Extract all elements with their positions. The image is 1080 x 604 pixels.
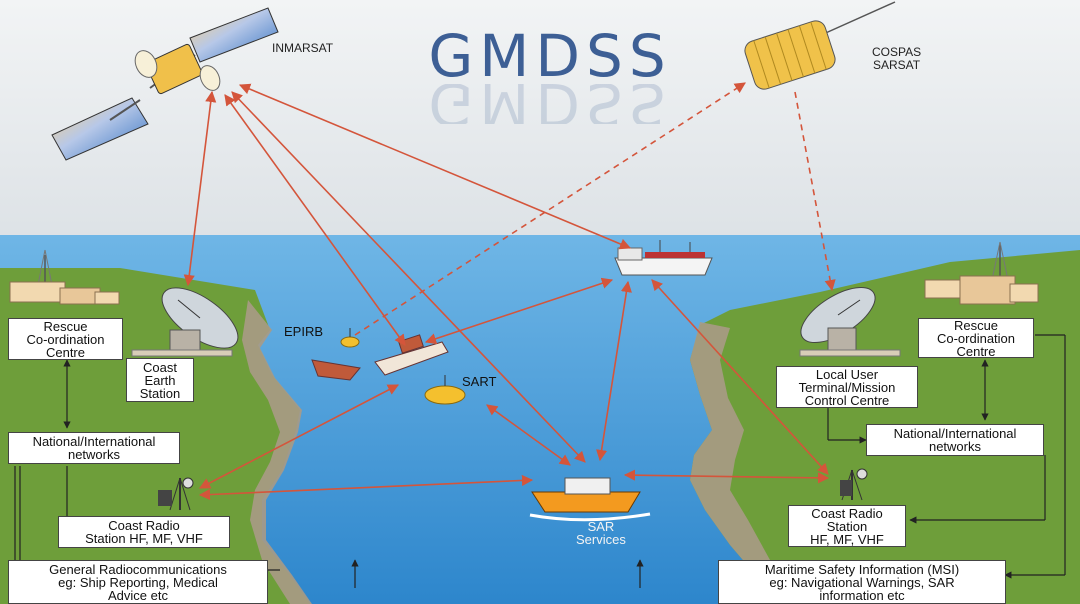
local-user-terminal-box: Local User Terminal/Mission Control Cent… (776, 366, 918, 408)
right-coast-radio-box: Coast Radio Station HF, MF, VHF (788, 505, 906, 547)
left-rescue-building (9, 249, 120, 305)
inmarsat-label: INMARSAT (272, 41, 334, 55)
sar-lifeboat (529, 477, 651, 522)
sar-services-label: SAR Services (576, 519, 626, 547)
left-networks-box: National/International networks (8, 432, 180, 464)
left-radio-mast (158, 477, 194, 511)
left-earth-station-dish (131, 287, 239, 357)
title-reflection: GMDSS (428, 84, 672, 124)
right-networks-box: National/International networks (866, 424, 1044, 456)
right-radio-mast (840, 468, 868, 501)
right-rescue-centre-box: Rescue Co-ordination Centre (918, 318, 1034, 358)
cospas-sarsat-satellite (744, 1, 896, 90)
left-coast-radio-box: Coast Radio Station HF, MF, VHF (58, 516, 230, 548)
general-radiocomms-box: General Radiocommunications eg: Ship Rep… (8, 560, 268, 604)
left-rescue-centre-box: Rescue Co-ordination Centre (8, 318, 123, 360)
cospas-sarsat-label: COSPAS SARSAT (872, 45, 922, 72)
merchant-ship (614, 240, 713, 276)
network-connectors (14, 334, 1066, 588)
page-title: GMDSS (428, 22, 672, 90)
sart-label: SART (462, 374, 497, 389)
epirb-label: EPIRB (284, 324, 324, 339)
right-rescue-building (924, 241, 1039, 305)
coast-earth-station-box: Coast Earth Station (126, 358, 194, 402)
inmarsat-satellite (51, 7, 279, 161)
communication-links (183, 82, 836, 501)
msi-box: Maritime Safety Information (MSI) eg: Na… (718, 560, 1006, 604)
